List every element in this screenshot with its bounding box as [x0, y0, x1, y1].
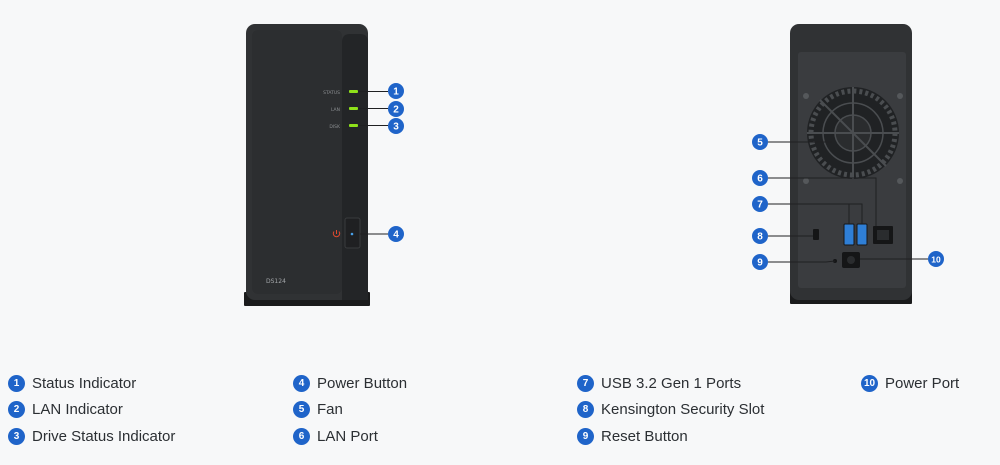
disk-led: [349, 124, 358, 127]
legend-item-fan: 5 Fan: [293, 398, 343, 420]
legend-item-status-indicator: 1 Status Indicator: [8, 372, 136, 394]
front-face: [252, 30, 342, 294]
front-bezel: [342, 34, 368, 300]
legend-number: 10: [861, 374, 878, 392]
legend-number: 2: [8, 400, 25, 418]
legend-number: 9: [577, 427, 594, 445]
callout-9: 9: [752, 254, 768, 270]
legend-item-lan-indicator: 2 LAN Indicator: [8, 398, 123, 420]
status-led: [349, 90, 358, 93]
fan: [807, 87, 899, 179]
power-icon: [332, 230, 341, 238]
led-label-lan: LAN: [331, 107, 340, 113]
callout-6: 6: [752, 170, 768, 186]
svg-text:8: 8: [757, 232, 763, 243]
rear-view: [768, 24, 928, 304]
usb-port-2: [856, 223, 868, 246]
legend-label: LAN Indicator: [32, 400, 123, 418]
legend-item-lan-port: 6 LAN Port: [293, 425, 378, 447]
legend-label: Power Port: [885, 374, 960, 392]
svg-text:5: 5: [757, 138, 763, 149]
svg-text:10: 10: [931, 255, 941, 265]
legend-number: 8: [577, 400, 594, 418]
legend-number: 6: [293, 427, 310, 445]
callout-2: 2: [388, 101, 404, 117]
legend-item-drive-status-indicator: 3 Drive Status Indicator: [8, 425, 175, 447]
legend-label: Drive Status Indicator: [32, 427, 176, 445]
led-label-disk: DISK: [329, 124, 341, 130]
svg-text:4: 4: [393, 230, 399, 241]
callout-10: 10: [928, 251, 944, 267]
legend-item-power-port: 10 Power Port: [861, 372, 959, 394]
kensington-slot: [813, 229, 819, 240]
callout-badges: 1 2 3 4 5 6 7 8: [388, 83, 944, 270]
power-led: [350, 232, 354, 236]
svg-text:9: 9: [757, 258, 763, 269]
legend-item-reset-button: 9 Reset Button: [577, 425, 688, 447]
legend-number: 4: [293, 374, 310, 392]
svg-text:1: 1: [393, 87, 399, 98]
legend-number: 1: [8, 374, 25, 392]
svg-text:3: 3: [393, 122, 399, 133]
callout-4: 4: [388, 226, 404, 242]
legend-number: 3: [8, 427, 25, 445]
callout-7: 7: [752, 196, 768, 212]
legend-item-power-button: 4 Power Button: [293, 372, 407, 394]
svg-text:2: 2: [393, 105, 399, 116]
callout-8: 8: [752, 228, 768, 244]
legend-label: LAN Port: [317, 427, 378, 445]
legend-item-kensington-slot: 8 Kensington Security Slot: [577, 398, 764, 420]
callout-1: 1: [388, 83, 404, 99]
lan-led: [349, 107, 358, 110]
legend-label: Fan: [317, 400, 343, 418]
legend-label: Kensington Security Slot: [601, 400, 765, 418]
legend-number: 7: [577, 374, 594, 392]
svg-text:7: 7: [757, 200, 763, 211]
legend-number: 5: [293, 400, 310, 418]
legend-label: Reset Button: [601, 427, 688, 445]
model-label: DS124: [266, 278, 286, 285]
legend-label: Power Button: [317, 374, 408, 392]
legend-label: Status Indicator: [32, 374, 137, 392]
usb-port-1: [843, 223, 855, 246]
svg-text:6: 6: [757, 174, 763, 185]
led-label-status: STATUS: [323, 90, 340, 96]
legend-item-usb-ports: 7 USB 3.2 Gen 1 Ports: [577, 372, 741, 394]
callout-3: 3: [388, 118, 404, 134]
front-view: STATUS LAN DISK DS124: [244, 24, 388, 306]
legend-label: USB 3.2 Gen 1 Ports: [601, 374, 742, 392]
callout-5: 5: [752, 134, 768, 150]
